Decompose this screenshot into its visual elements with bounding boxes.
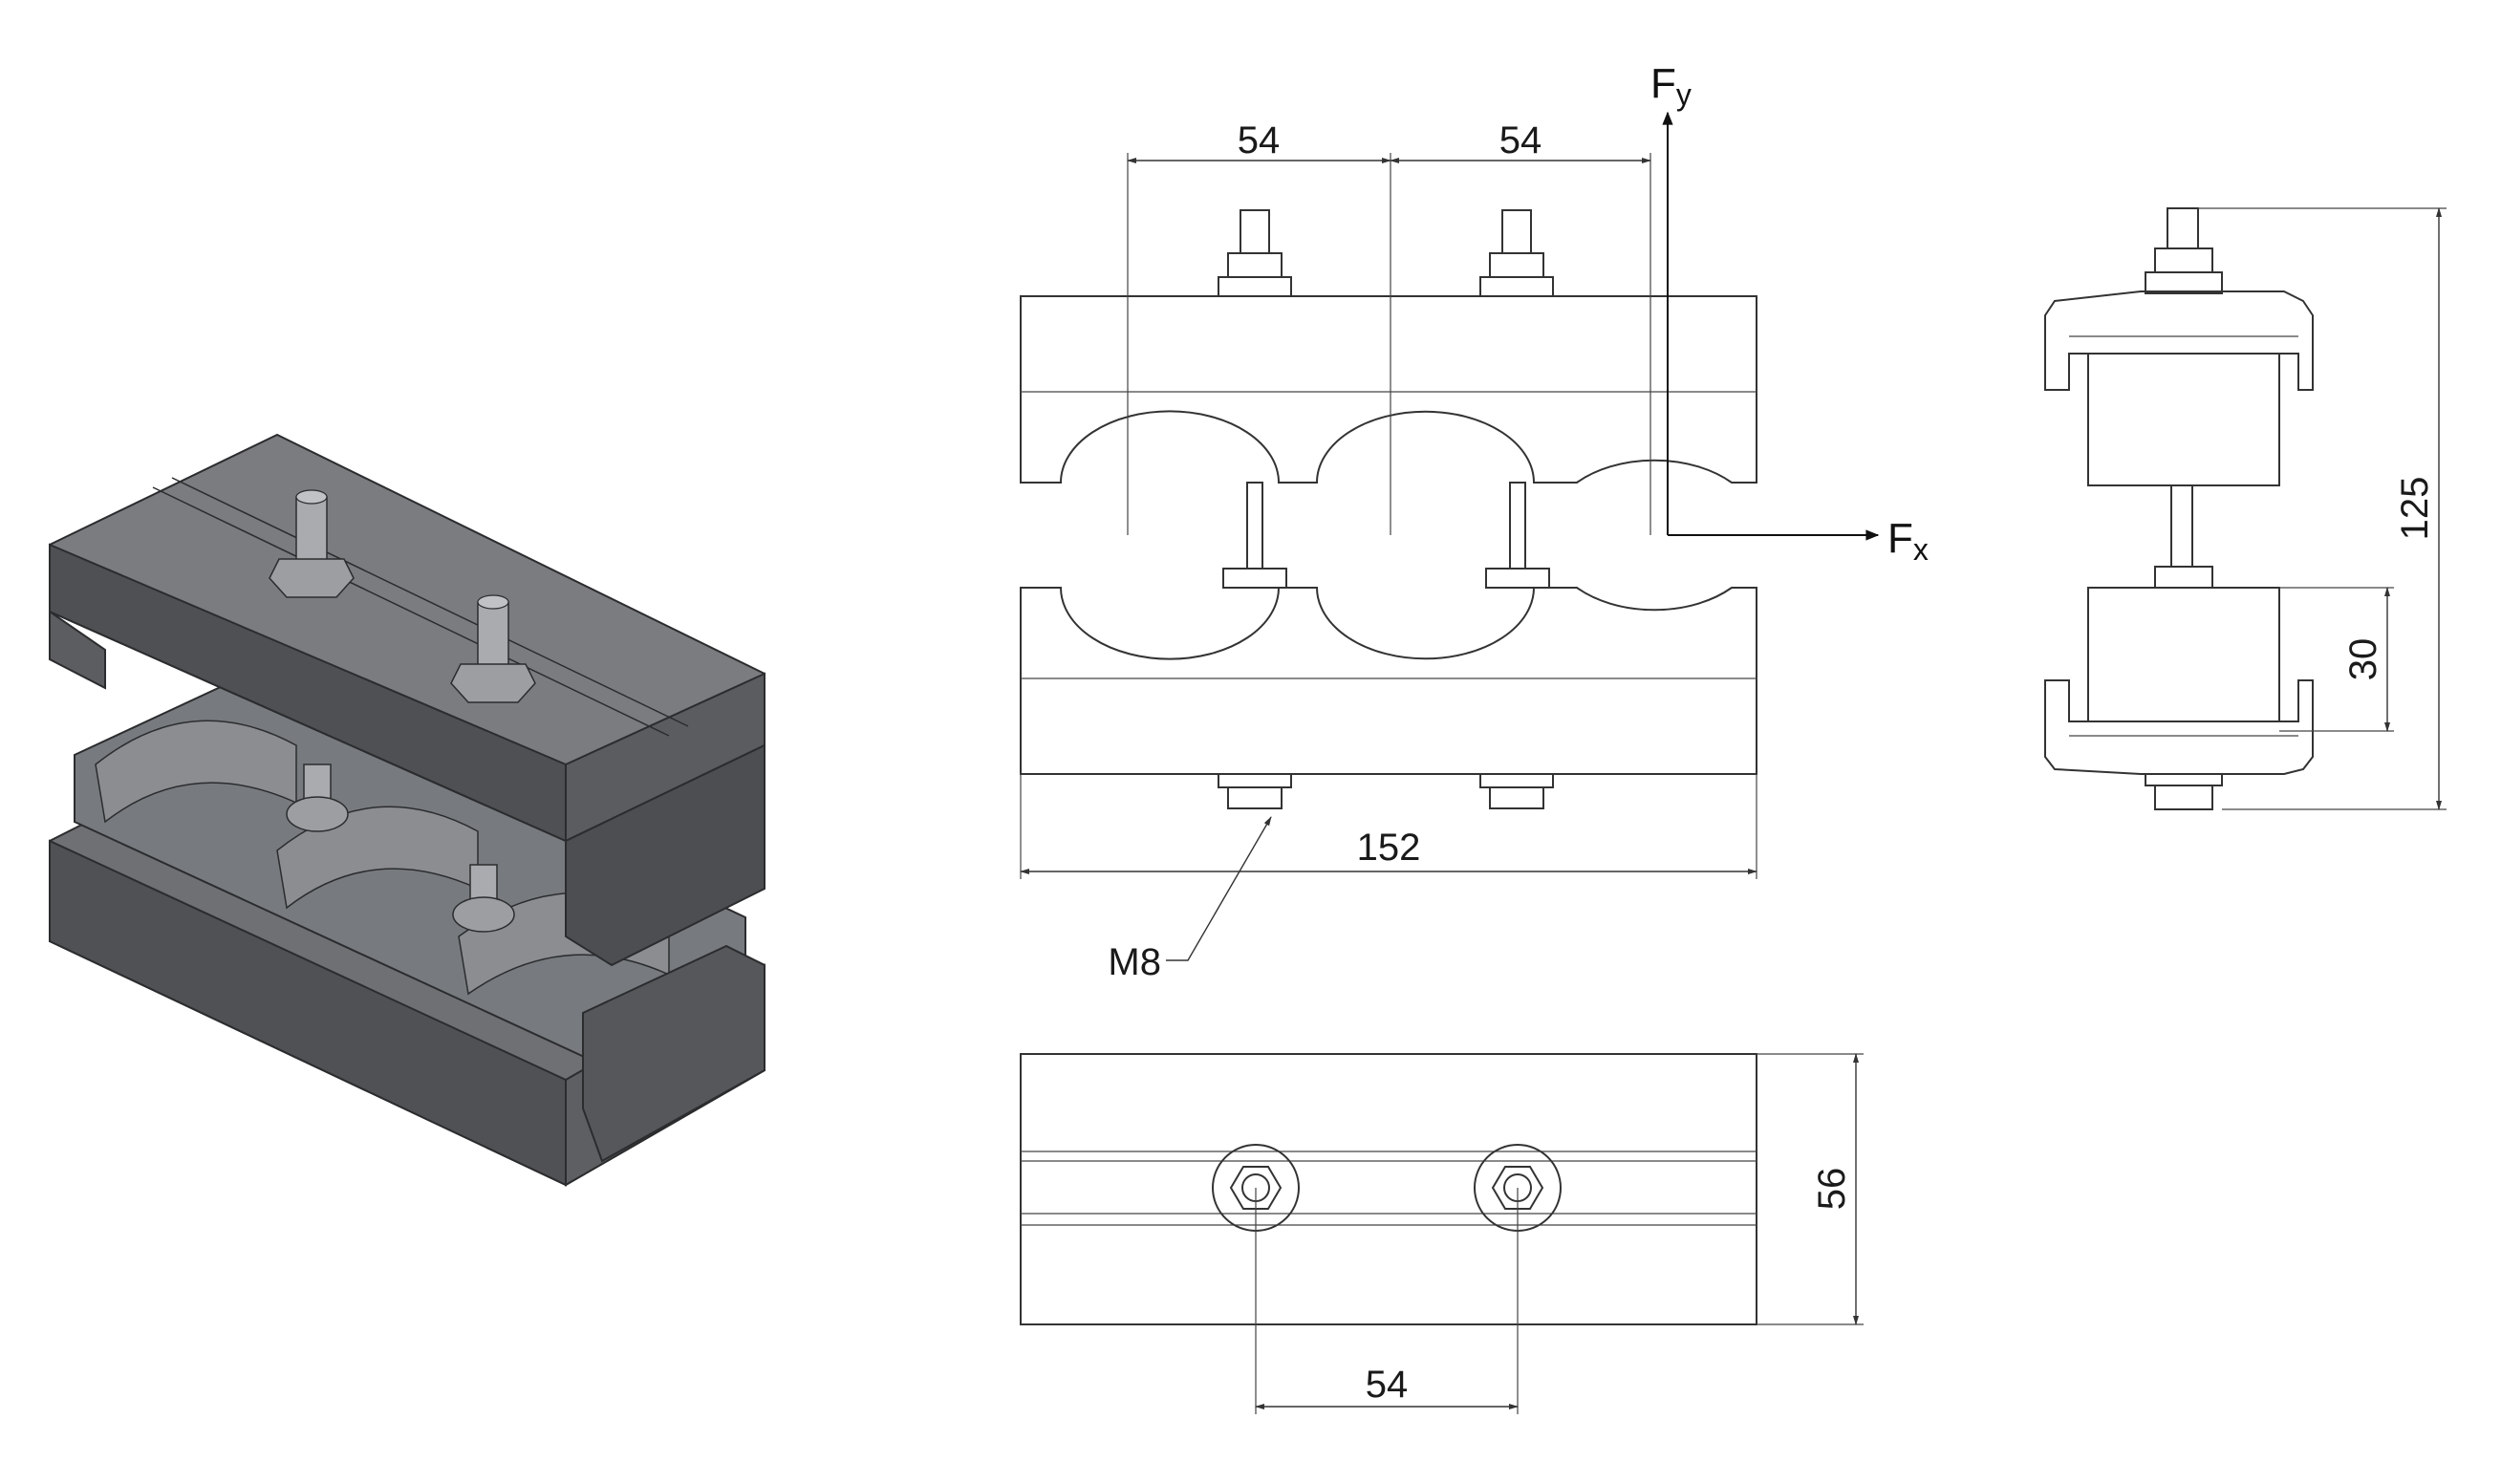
isometric-view xyxy=(49,433,765,1187)
thread-callout: M8 xyxy=(1108,941,1161,983)
top-view: 54 56 xyxy=(1020,1053,1864,1414)
dim-total-height: 125 xyxy=(2394,477,2436,541)
dim-top-left: 54 xyxy=(1238,119,1281,161)
side-upper-profile xyxy=(2044,290,2314,391)
upper-bolts xyxy=(269,489,536,703)
front-lower-block xyxy=(1020,587,1757,775)
lower-bolts xyxy=(286,764,515,933)
front-view: 54 54 152 M8 Fy Fx xyxy=(1020,60,1929,983)
side-lower-profile xyxy=(2044,679,2314,775)
top-view-outline xyxy=(1020,1053,1757,1325)
dim-bolt-spacing: 54 xyxy=(1366,1364,1409,1406)
side-view: 125 30 xyxy=(2044,207,2447,810)
upper-clamp-body xyxy=(49,433,765,967)
dim-depth: 56 xyxy=(1811,1168,1853,1211)
dim-top-right: 54 xyxy=(1499,119,1542,161)
dim-lower-height: 30 xyxy=(2342,638,2384,681)
dim-total-width: 152 xyxy=(1357,827,1421,869)
force-y-label: Fy xyxy=(1650,60,1692,112)
force-x-label: Fx xyxy=(1887,515,1929,567)
front-upper-block xyxy=(1020,295,1757,484)
